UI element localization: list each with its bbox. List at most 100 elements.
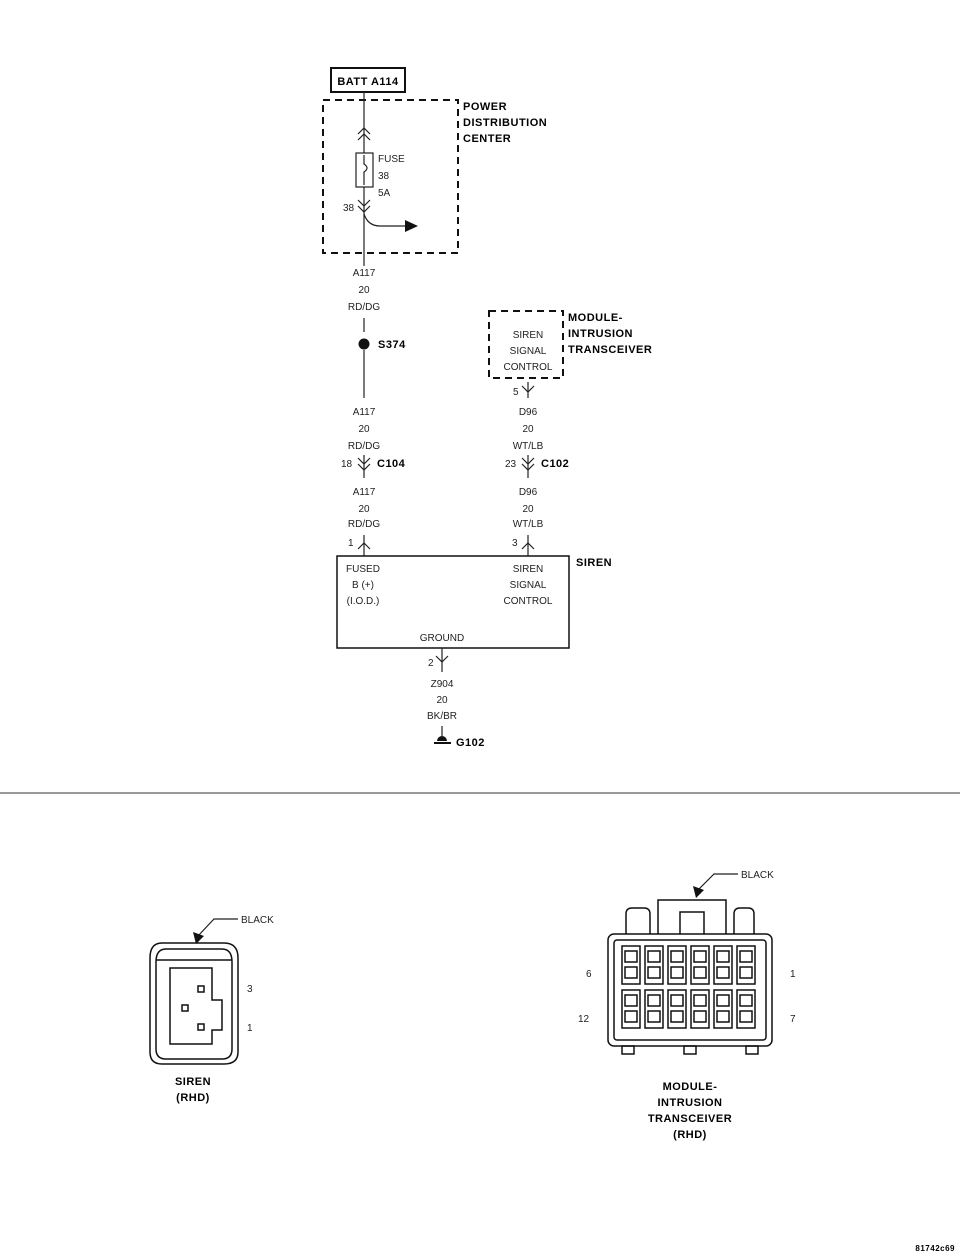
wire-z904-color: BK/BR [427, 711, 457, 722]
pin-cavity-inner [693, 1010, 707, 1023]
pin-cavity-inner [624, 950, 638, 963]
pin-cavity-inner [739, 1010, 753, 1023]
module-connector-pin1: 1 [790, 969, 796, 980]
module-box [488, 310, 564, 379]
pin-cavity-inner [647, 994, 661, 1007]
siren-connector-color: BLACK [241, 915, 274, 926]
pin-cavity-inner [739, 950, 753, 963]
pin-cavity-inner [716, 966, 730, 979]
pin-cavity [644, 945, 664, 985]
siren-fused-3: (I.O.D.) [347, 596, 380, 607]
pin-cavity [713, 989, 733, 1029]
wire-a117-gauge: 20 [358, 504, 370, 515]
c104-label: C104 [377, 458, 406, 470]
module-connector-pin12: 12 [578, 1014, 590, 1025]
ground-label: G102 [456, 737, 485, 749]
siren-connector [149, 942, 239, 1065]
pin-cavity-inner [670, 950, 684, 963]
fuse-number: 38 [378, 171, 390, 182]
wire-a117-color: RD/DG [348, 519, 380, 530]
module-label-2: INTRUSION [568, 328, 633, 340]
pdc-label-3: CENTER [463, 133, 511, 145]
pin-cavity-inner [670, 1010, 684, 1023]
wire-a117-id: A117 [353, 487, 376, 498]
pin-cavity-inner [624, 966, 638, 979]
pin-fork-icon [521, 542, 535, 550]
connector-chevron-icon [357, 127, 371, 141]
module-box-text-2: SIGNAL [510, 346, 547, 357]
module-box-text-1: SIREN [513, 330, 544, 341]
wire-z904-gauge: 20 [436, 695, 448, 706]
wire-a117-id: A117 [353, 407, 376, 418]
wire-d96-gauge: 20 [522, 424, 534, 435]
pin-fork-icon [357, 542, 371, 550]
splice-label: S374 [378, 339, 406, 351]
pin-cavity [667, 989, 687, 1029]
c102-label: C102 [541, 458, 569, 470]
arrow-icon [405, 220, 418, 232]
pin-cavity-inner [693, 994, 707, 1007]
wire-d96-gauge: 20 [522, 504, 534, 515]
module-connector-title-3: TRANSCEIVER [648, 1113, 732, 1125]
wire-d96-id: D96 [519, 487, 538, 498]
pin-cavity-inner [739, 966, 753, 979]
siren-label: SIREN [576, 557, 612, 569]
pin-cavity [690, 945, 710, 985]
siren-pin-fused: 1 [348, 538, 354, 549]
wire-d96-color: WT/LB [513, 519, 544, 530]
wire-z904-id: Z904 [431, 679, 454, 690]
pdc-label-2: DISTRIBUTION [463, 117, 547, 129]
pin-fork-icon [435, 655, 449, 663]
pin-cavity-inner [693, 950, 707, 963]
module-connector [607, 899, 773, 1055]
wire-a117-gauge: 20 [358, 424, 370, 435]
wire-d96-color: WT/LB [513, 441, 544, 452]
pin-cavity-inner [670, 966, 684, 979]
module-label-1: MODULE- [568, 312, 623, 324]
pin-cavity-inner [716, 1010, 730, 1023]
module-connector-pin7: 7 [790, 1014, 796, 1025]
fuse-pin: 38 [343, 203, 355, 214]
pdc-box [322, 99, 459, 254]
c104-pin: 18 [341, 459, 353, 470]
pin-fork-icon [521, 385, 535, 393]
connector-chevron-icon [521, 457, 535, 471]
module-connector-title-1: MODULE- [663, 1081, 718, 1093]
batt-box [330, 67, 406, 93]
wire-a117-color: RD/DG [348, 441, 380, 452]
pin-cavity-inner [739, 994, 753, 1007]
pin-cavity-inner [647, 966, 661, 979]
module-connector-color: BLACK [741, 870, 774, 881]
wire-a117-id: A117 [353, 268, 376, 279]
pin-cavity-inner [716, 950, 730, 963]
module-connector-title-4: (RHD) [673, 1129, 707, 1141]
siren-fused-1: FUSED [346, 564, 380, 575]
siren-fused-2: B (+) [352, 580, 374, 591]
module-label-3: TRANSCEIVER [568, 344, 652, 356]
wire-d96-id: D96 [519, 407, 538, 418]
siren-signal-3: CONTROL [504, 596, 553, 607]
pin-cavity-inner [624, 994, 638, 1007]
pin-cavity [621, 989, 641, 1029]
module-box-text-3: CONTROL [504, 362, 553, 373]
connector-chevron-icon [357, 199, 371, 213]
pin-cavity-inner [670, 994, 684, 1007]
pin-cavity [713, 945, 733, 985]
c102-pin: 23 [505, 459, 517, 470]
pin-cavity-inner [647, 950, 661, 963]
pin-cavity [736, 989, 756, 1029]
batt-label: BATT A114 [337, 76, 399, 88]
siren-connector-pin1: 1 [247, 1023, 253, 1034]
siren-pin-signal: 3 [512, 538, 518, 549]
pin-cavity-inner [624, 1010, 638, 1023]
pin-cavity [736, 945, 756, 985]
siren-signal-1: SIREN [513, 564, 544, 575]
module-connector-pin6: 6 [586, 969, 592, 980]
ground-icon [434, 736, 451, 744]
pin-cavity-inner [693, 966, 707, 979]
fuse-amp: 5A [378, 188, 391, 199]
wire-a117-color: RD/DG [348, 302, 380, 313]
fuse-label: FUSE [378, 154, 405, 165]
siren-connector-pin3: 3 [247, 984, 253, 995]
